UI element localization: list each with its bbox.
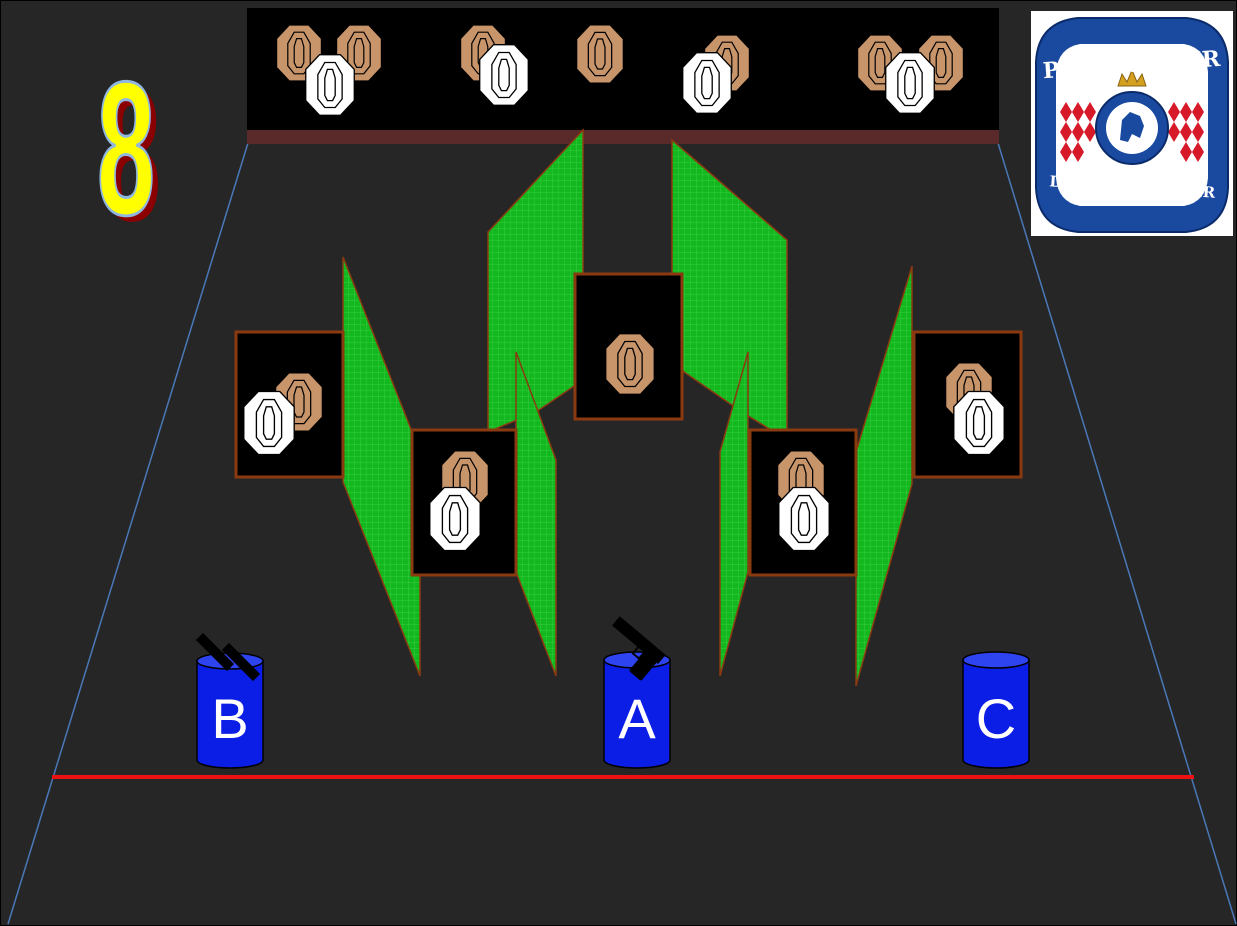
walls	[342, 128, 913, 687]
no-shoot-target-icon	[479, 43, 529, 107]
pistol-icon	[612, 616, 666, 681]
barrel-top	[962, 651, 1030, 669]
diamond-pattern	[1060, 102, 1204, 162]
no-shoot-target-icon	[778, 486, 830, 552]
barrel-icon	[962, 659, 1030, 769]
barrel-c: C	[962, 651, 1030, 769]
sponsor-logo: PUNTIGAMER DAS „bierige“ BIER	[1031, 11, 1233, 236]
range-edge-left	[7, 142, 249, 925]
lion-icon	[1120, 112, 1144, 142]
wall-right-inner	[719, 351, 749, 677]
barrel-icon	[196, 660, 264, 769]
wall-right-outer	[855, 265, 913, 687]
stage-number-shadow: 8	[103, 49, 161, 261]
no-shoot-target-icon	[429, 486, 481, 552]
no-shoot-target-icon	[305, 53, 355, 117]
stage-number: 8 8	[96, 42, 161, 261]
barrel-icon	[603, 659, 671, 769]
range-edge-right	[997, 142, 1237, 925]
barrel-label: B	[211, 687, 248, 750]
no-shoot-target-icon	[885, 51, 935, 115]
crown-icon	[1117, 68, 1147, 87]
target-arrays	[234, 272, 1023, 577]
barrel-b: B	[196, 652, 264, 769]
magazine-icon	[195, 632, 261, 682]
stage-number-text: 8	[97, 43, 155, 255]
paper-target-icon	[576, 24, 624, 84]
no-shoot-target-icon	[243, 390, 295, 456]
berm-strip	[247, 130, 999, 144]
paper-target-icon	[605, 332, 655, 396]
no-shoot-target-icon	[682, 51, 732, 115]
barrel-label: A	[618, 687, 656, 750]
no-shoot-target-icon	[953, 390, 1005, 456]
barrel-label: C	[976, 687, 1016, 750]
